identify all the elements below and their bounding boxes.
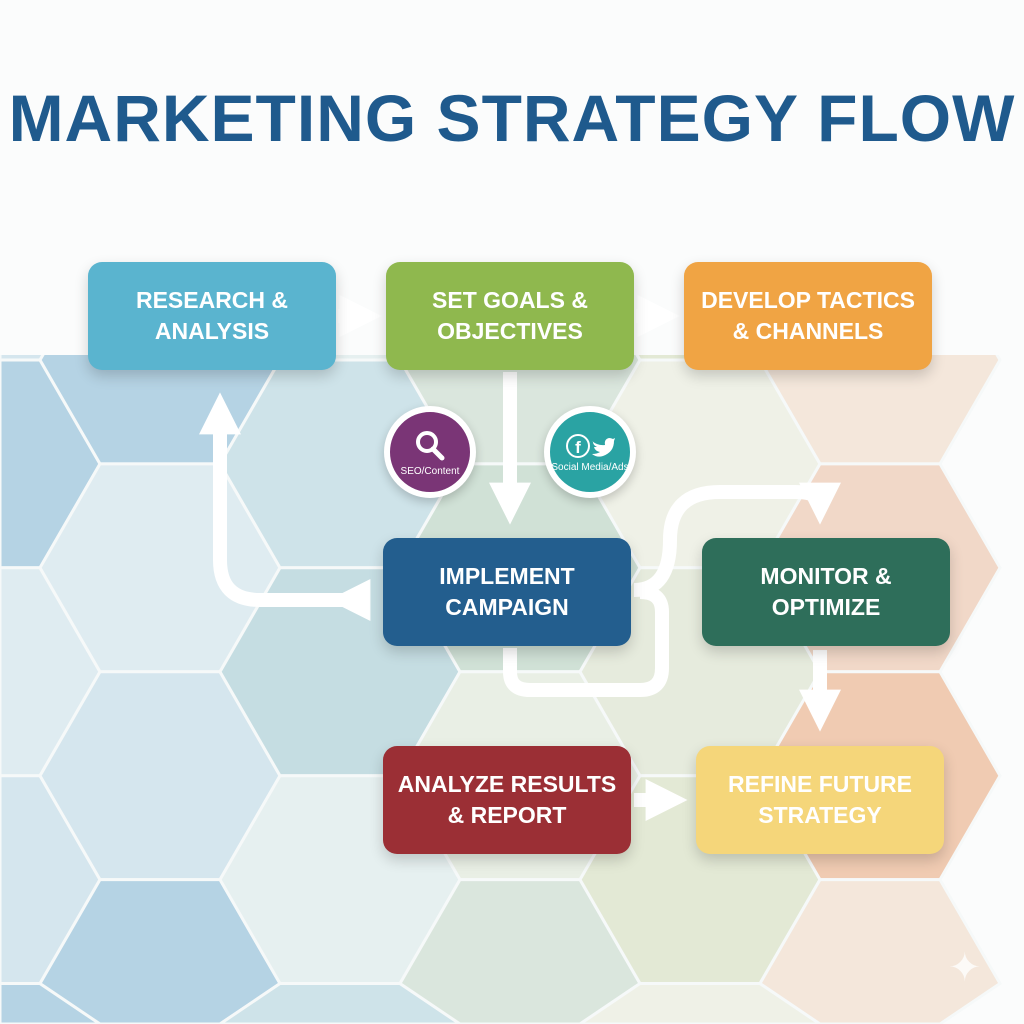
step-implement-campaign[interactable]: IMPLEMENT CAMPAIGN [383, 538, 631, 646]
step-refine-strategy[interactable]: REFINE FUTURE STRATEGY [696, 746, 944, 854]
arrow-loop-research-implement [199, 392, 371, 621]
magnifier-icon [416, 430, 445, 460]
channel-seo-content[interactable]: SEO/Content [384, 406, 476, 498]
svg-text:f: f [575, 438, 581, 457]
step-analyze-results[interactable]: ANALYZE RESULTS & REPORT [383, 746, 631, 854]
page-title: MARKETING STRATEGY FLOW [8, 81, 1016, 155]
arrow-implement-to-monitor [633, 482, 841, 597]
facebook-twitter-icon: f [566, 433, 615, 458]
step-monitor-optimize[interactable]: MONITOR & OPTIMIZE [702, 538, 950, 646]
step-set-goals[interactable]: SET GOALS & OBJECTIVES [386, 262, 634, 370]
step-develop-tactics[interactable]: DEVELOP TACTICS & CHANNELS [684, 262, 932, 370]
channel-label: SEO/Content [400, 465, 460, 477]
channel-social-media[interactable]: f Social Media/Ads [544, 406, 636, 498]
arrow-feedback-loop [503, 585, 669, 697]
step-research-analysis[interactable]: RESEARCH & ANALYSIS [88, 262, 336, 370]
background-hexagon [758, 878, 1002, 1024]
channel-label: Social Media/Ads [551, 461, 629, 473]
sparkle-icon: ✦ [948, 946, 982, 990]
